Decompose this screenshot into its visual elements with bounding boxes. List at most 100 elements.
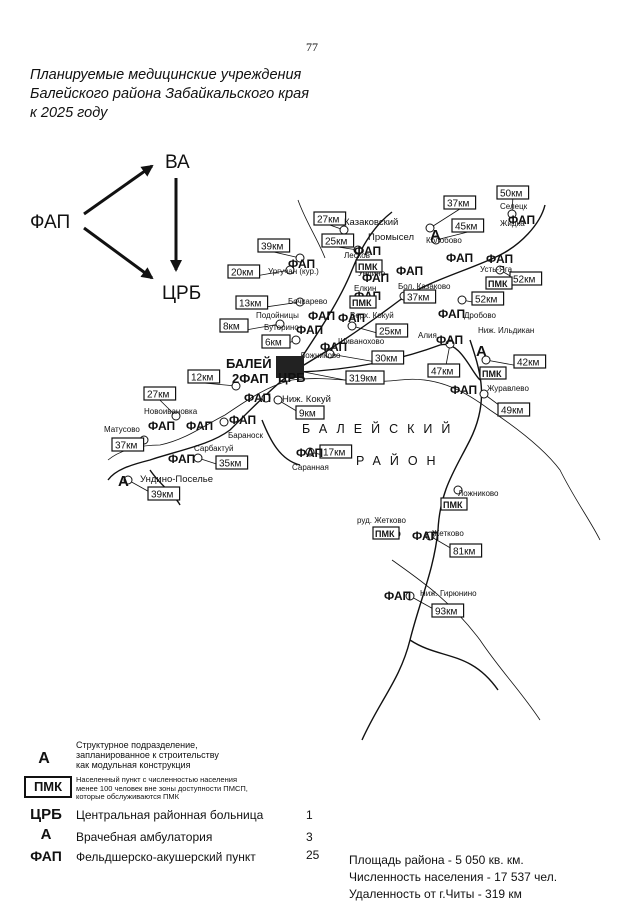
road-south	[361, 339, 483, 741]
distance-label: 37км	[115, 441, 137, 452]
settlement-dot	[457, 295, 467, 305]
distance-label: 9км	[299, 409, 316, 420]
distance-box	[497, 402, 531, 417]
fap-marker: ФАП	[288, 257, 315, 271]
settlement-dot	[347, 321, 357, 331]
distance-box	[219, 318, 249, 333]
distance-box	[371, 350, 405, 365]
pmk-box	[485, 276, 513, 290]
distance-label: 20км	[231, 268, 253, 279]
distance-label: 6км	[265, 338, 282, 349]
distance-label: 37км	[447, 199, 469, 210]
ambulatory-marker: А	[118, 473, 129, 490]
fap-marker: ФАП	[168, 452, 195, 466]
settlement-label: Верх. Кокуй	[350, 311, 394, 320]
center-crb: ЦРБ	[278, 370, 306, 385]
settlement-label: Алия	[418, 331, 437, 340]
pmk-marker: ПМК	[352, 298, 372, 308]
pmk-box	[372, 526, 400, 540]
settlement-label: Ундино-Поселье	[140, 474, 213, 485]
fap-markers: ФАП ФАП ФАП ФАП ФАП ФАП ФАП ФАП ФАП ФАП …	[148, 213, 535, 603]
ambulatory-markers: А А А	[118, 227, 487, 490]
pmk-marker: ПМК	[482, 369, 502, 379]
distance-connector	[429, 208, 461, 229]
legend-symbol: ПМК	[24, 776, 72, 798]
fap-marker: ФАП	[508, 213, 535, 227]
settlement-dot	[453, 485, 463, 495]
distance-box	[143, 386, 177, 401]
distance-box	[321, 233, 355, 248]
settlement-label: Промысел	[368, 232, 414, 243]
legend-line: как модульная конструкция	[76, 760, 191, 770]
settlement-label: Ложниково	[300, 351, 341, 360]
fap-marker: ФАП	[384, 589, 411, 603]
settlement-dot	[291, 335, 301, 345]
road-east	[299, 343, 481, 381]
legend-description: Фельдшерско-акушерский пункт	[76, 850, 256, 864]
settlement-dot	[285, 265, 295, 275]
river-south	[391, 559, 541, 721]
roads-layer	[107, 204, 546, 741]
settlement-label: Буторино	[264, 323, 299, 332]
fap-marker: ФАП	[396, 264, 423, 278]
center-marker: 2ФАП	[232, 371, 269, 386]
legend-count: 25	[306, 848, 320, 862]
distance-box	[496, 185, 530, 200]
legend-row-amb: А Врачебная амбулатория 3	[24, 826, 344, 846]
fap-marker: ФАП	[229, 413, 256, 427]
settlement-label: Елкин	[354, 284, 376, 293]
settlement-dot	[445, 339, 455, 349]
settlement-label: руд. Жетково	[357, 516, 407, 525]
distance-box	[111, 437, 145, 452]
legend-row-modular: А Структурное подразделение, запланирова…	[24, 740, 344, 772]
ambulatory-marker: А	[476, 343, 487, 360]
distance-box	[427, 363, 461, 378]
distance-label: 52км	[513, 275, 535, 286]
distance-box	[295, 405, 325, 420]
distance-box	[257, 238, 291, 253]
distance-label: 27км	[147, 390, 169, 401]
legend-line: которые обслуживаются ПМК	[76, 792, 180, 801]
settlement-dot	[353, 245, 363, 255]
fap-marker: ФАП	[296, 446, 323, 460]
legend-symbol: А	[38, 750, 50, 767]
settlement-label: Ургучан (кур.)	[268, 267, 319, 276]
settlement-label: Жетково	[432, 529, 464, 538]
fap-marker: ФАП	[148, 419, 175, 433]
settlement-dot	[507, 209, 517, 219]
pmk-box	[479, 366, 507, 380]
distance-box	[449, 543, 483, 558]
distance-box	[513, 354, 547, 369]
distance-label: 81км	[453, 547, 475, 558]
settlement-dot	[193, 453, 203, 463]
fap-marker: ФАП	[436, 333, 463, 347]
road-north	[291, 204, 546, 373]
settlement-label: Казаковский	[344, 217, 398, 228]
settlement-label: Саранная	[292, 463, 329, 472]
stat-line: Численность населения - 17 537 чел.	[349, 870, 558, 884]
settlement-label: Новоивановка	[144, 407, 198, 416]
settlement-dot	[405, 591, 415, 601]
hierarchy-diagram: ФАП ВА ЦРБ	[30, 152, 201, 304]
district-name: БАЛЕЙСКИЙ РАЙОН	[302, 421, 450, 468]
settlement-dot	[425, 223, 435, 233]
settlement-dot	[305, 447, 315, 457]
ambulatory-marker: А	[430, 227, 441, 244]
stat-line: Удаленность от г.Читы - 319 км	[349, 887, 522, 901]
settlement-label: Селецк	[500, 202, 528, 211]
distance-label: 49км	[501, 406, 523, 417]
settlement-dots	[123, 209, 517, 601]
distance-label: 35км	[219, 459, 241, 470]
distance-box	[345, 370, 385, 385]
distance-label: 52км	[475, 295, 497, 306]
stat-line: Площадь района - 5 050 кв. км.	[349, 853, 524, 867]
center-name: БАЛЕЙ	[226, 356, 272, 371]
distance-label: 39км	[151, 490, 173, 501]
settlement-label: Бочкарево	[288, 297, 328, 306]
settlement-label: Ниж. Ильдикан	[478, 326, 534, 335]
distance-label: 13км	[239, 299, 261, 310]
fap-marker: ФАП	[320, 340, 347, 354]
legend-row-crb: ЦРБ Центральная районная больница 1	[24, 806, 344, 826]
settlement-label: Шиванохово	[338, 337, 385, 346]
distance-label: 25км	[325, 237, 347, 248]
